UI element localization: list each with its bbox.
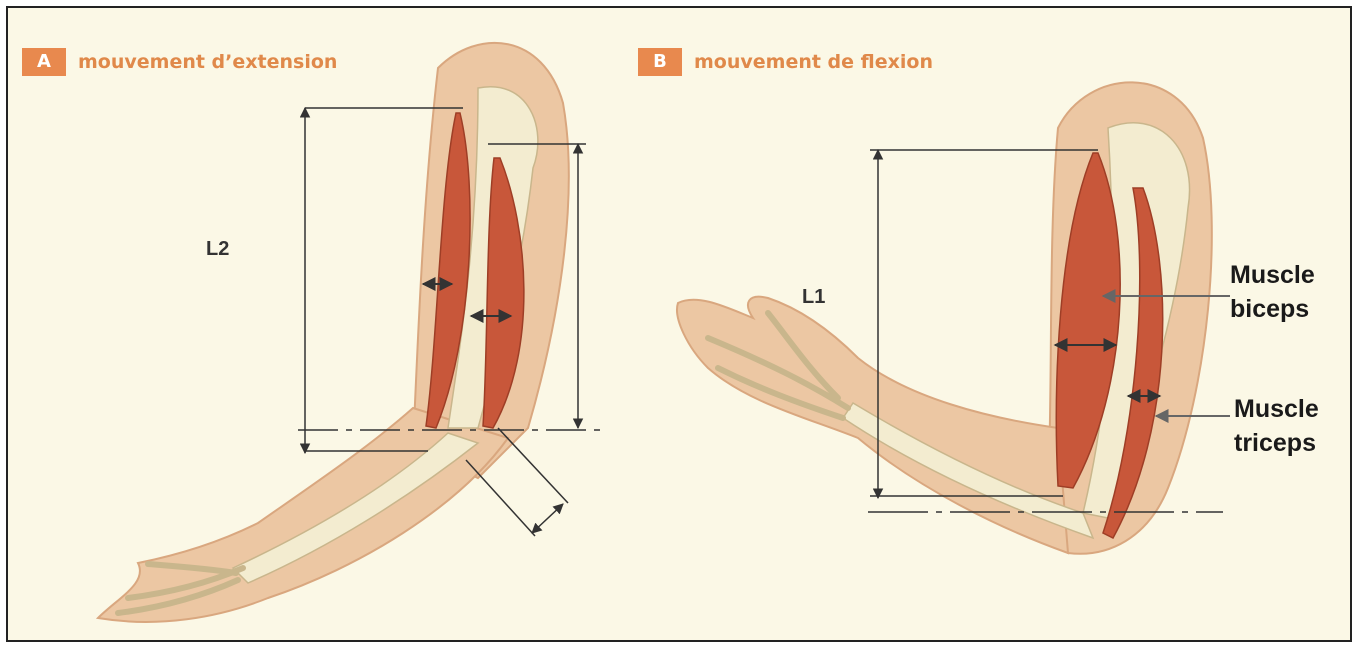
extended-arm	[98, 43, 608, 622]
panel-a-badge: A	[22, 48, 66, 76]
length-label-l2: L2	[206, 238, 229, 261]
arm-diagram-svg	[8, 8, 1352, 642]
biceps-label: Muscle biceps	[1230, 258, 1315, 326]
length-label-l1: L1	[802, 286, 825, 309]
panel-a-title-text: mouvement d’extension	[78, 51, 337, 73]
flexed-arm	[677, 82, 1230, 553]
panel-b-title: B mouvement de flexion	[638, 48, 933, 76]
triceps-label-line1: Muscle	[1234, 392, 1319, 426]
panel-b-title-text: mouvement de flexion	[694, 51, 933, 73]
triceps-label-line2: triceps	[1234, 426, 1319, 460]
diagram-frame: A mouvement d’extension B mouvement de f…	[6, 6, 1352, 642]
panel-a-title: A mouvement d’extension	[22, 48, 337, 76]
triceps-label: Muscle triceps	[1234, 392, 1319, 460]
panel-b-badge: B	[638, 48, 682, 76]
biceps-label-line2: biceps	[1230, 292, 1315, 326]
biceps-label-line1: Muscle	[1230, 258, 1315, 292]
